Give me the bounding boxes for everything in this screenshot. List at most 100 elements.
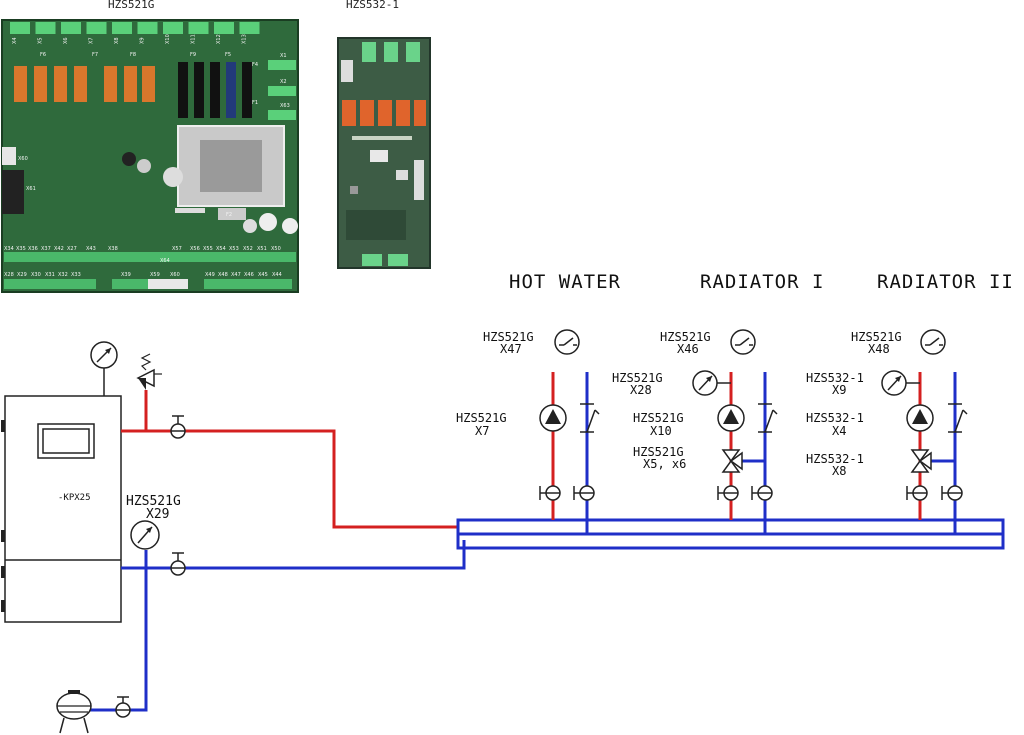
main-bottom-label: X53 [229, 246, 239, 252]
main-top-connector-label: X4 [12, 37, 18, 44]
r2-thermostat-icon [920, 329, 946, 355]
main-top-connector-label: X10 [165, 34, 171, 44]
hw-supply-valve-icon [539, 485, 561, 501]
hw-pump-label-1: HZS521G [456, 411, 507, 425]
boiler-sensor-label-2: X29 [146, 507, 169, 522]
r2-check-valve-icon [948, 403, 968, 433]
main-bottom-label: X42 [54, 246, 64, 252]
main-bottom-label: X28 [4, 272, 14, 278]
main-bottom-label: X35 [16, 246, 26, 252]
hw-thermostat-icon [554, 329, 580, 355]
r2-mixer-label-1: HZS532-1 [806, 452, 864, 466]
main-side-label: X61 [26, 186, 36, 192]
main-fuse-label: F6 [40, 52, 46, 58]
safety-valve-icon [136, 353, 162, 390]
main-top-connector-label: X11 [191, 34, 197, 44]
main-side-label: F4 [252, 62, 258, 68]
r1-thermostat-label-2: X46 [677, 342, 699, 356]
main-top-connector-label: X8 [114, 37, 120, 44]
main-bottom-label: X45 [258, 272, 268, 278]
main-bottom-label: X59 [150, 272, 160, 278]
main-bottom-label: X60 [170, 272, 180, 278]
r2-sensor-icon [881, 370, 920, 396]
r1-sensor-icon [692, 370, 731, 396]
main-board-title: HZS521G [108, 0, 154, 11]
boiler-pressure-gauge-icon [90, 341, 118, 369]
main-bottom-label: X43 [86, 246, 96, 252]
main-bottom-label: X57 [172, 246, 182, 252]
main-bottom-label: X32 [58, 272, 68, 278]
main-top-connector-label: X6 [63, 37, 69, 44]
expansion-vessel-icon [56, 690, 131, 734]
main-bottom-label: X29 [17, 272, 27, 278]
main-bottom-label: X51 [257, 246, 267, 252]
main-bottom-label: X50 [271, 246, 281, 252]
hw-pump-label-2: X7 [475, 424, 489, 438]
r1-pump-icon [717, 404, 745, 432]
main-bottom-label: X44 [272, 272, 282, 278]
boiler-sensor-label-1: HZS521G [126, 494, 181, 509]
return-manifold [456, 532, 1005, 550]
main-bottom-label: X31 [45, 272, 55, 278]
main-bottom-label: X52 [243, 246, 253, 252]
main-bottom-label: X30 [31, 272, 41, 278]
hw-pump-icon [539, 404, 567, 432]
r2-sensor-label-1: HZS532-1 [806, 371, 864, 385]
r2-thermostat-label-2: X48 [868, 342, 890, 356]
expansion-board-title: HZS532-1 [346, 0, 399, 11]
r1-check-valve-icon [758, 403, 778, 433]
main-fuse-label: F7 [92, 52, 98, 58]
main-side-label: X60 [18, 156, 28, 162]
main-fuse-label: F8 [130, 52, 136, 58]
main-top-connector-label: X9 [140, 37, 146, 44]
r2-pump-label-2: X4 [832, 424, 846, 438]
main-bottom-label: X54 [216, 246, 226, 252]
main-bottom-label: X39 [121, 272, 131, 278]
main-top-connector-label: X7 [89, 37, 95, 44]
r1-mixer-label-2: X5, x6 [643, 457, 686, 471]
boiler-supply-valve-icon [170, 415, 186, 439]
r1-return-valve-icon [751, 485, 773, 501]
boiler: -KPX25 [1, 395, 122, 623]
r1-sensor-label-2: X28 [630, 383, 652, 397]
main-board-photo: HZS521G [1, 0, 299, 293]
r1-mixer-label-1: HZS521G [633, 445, 684, 459]
r2-mixing-valve-icon [910, 449, 932, 473]
r1-pump-label-2: X10 [650, 424, 672, 438]
main-top-connector-label: X13 [242, 34, 248, 44]
hot-water-heading: HOT WATER [509, 271, 621, 293]
r2-sensor-label-2: X9 [832, 383, 846, 397]
r2-return-valve-icon [941, 485, 963, 501]
r2-mixer-label-2: X8 [832, 464, 846, 478]
main-fuse-label: F9 [190, 52, 196, 58]
r1-sensor-label-1: HZS521G [612, 371, 663, 385]
main-top-connector-label: X5 [38, 37, 44, 44]
supply-pipe [121, 429, 458, 529]
r2-thermostat-label-1: HZS521G [851, 330, 902, 344]
main-bottom-label: X48 [218, 272, 228, 278]
radiator-2-heading: RADIATOR II [877, 271, 1014, 293]
radiator-1-heading: RADIATOR I [700, 271, 824, 293]
main-fuse-label: F5 [225, 52, 231, 58]
main-bottom-label: X47 [231, 272, 241, 278]
r2-pump-label-1: HZS532-1 [806, 411, 864, 425]
main-side-label: X64 [160, 258, 170, 264]
r1-pump-label-1: HZS521G [633, 411, 684, 425]
r1-thermostat-label-1: HZS521G [660, 330, 711, 344]
r2-pump-icon [906, 404, 934, 432]
r2-supply-valve-icon [906, 485, 928, 501]
r1-thermostat-icon [730, 329, 756, 355]
main-bottom-label: X46 [244, 272, 254, 278]
r1-supply-valve-icon [717, 485, 739, 501]
boiler-name: -KPX25 [58, 493, 91, 503]
boiler-return-valve-icon [170, 552, 186, 576]
main-bottom-label: X34 [4, 246, 14, 252]
hw-check-valve-icon [580, 403, 600, 433]
supply-manifold [456, 518, 1005, 536]
main-right-connector-label: X1 [280, 53, 287, 59]
boiler-sensor-icon [130, 520, 160, 550]
main-right-connector-label: X2 [280, 79, 287, 85]
main-bottom-label: X38 [108, 246, 118, 252]
hw-thermostat-label-1: HZS521G [483, 330, 534, 344]
